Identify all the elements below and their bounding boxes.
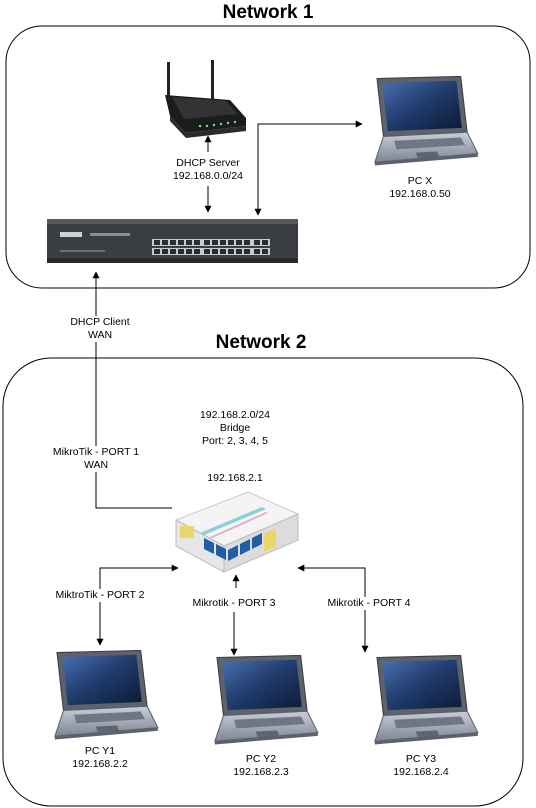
pcy3-ip: 192.168.2.4 — [393, 766, 449, 778]
network1-boundary — [5, 25, 531, 289]
link-switch-pcx — [254, 120, 363, 216]
pcx-label: PC X 192.168.0.50 — [388, 175, 452, 201]
link-mikrotik-pcy1 — [96, 564, 179, 646]
network2-title: Network 2 — [215, 332, 307, 353]
laptop-icon-pcy2 — [214, 655, 319, 745]
pcy3-name: PC Y3 — [405, 753, 437, 765]
port1-label: MikroTik - PORT 1 WAN — [51, 446, 141, 472]
bridge-text: Bridge — [219, 422, 251, 434]
pcy2-ip: 192.168.2.3 — [233, 766, 289, 778]
port3-label: Mikrotik - PORT 3 — [191, 597, 277, 610]
pcy1-label: PC Y1 192.168.2.2 — [71, 745, 129, 771]
subnet-info-label: 192.168.2.0/24 Bridge Port: 2, 3, 4, 5 — [198, 409, 272, 448]
wan-uplink-label: DHCP Client WAN — [69, 316, 131, 342]
mikrotik-ip-label: 192.168.2.1 — [206, 472, 264, 485]
pcy2-label: PC Y2 192.168.2.3 — [232, 753, 290, 779]
pcy2-name: PC Y2 — [245, 753, 277, 765]
pcy1-ip: 192.168.2.2 — [72, 758, 128, 770]
network-switch-icon — [47, 219, 298, 263]
dhcp-server-label: DHCP Server 192.168.0.0/24 — [171, 157, 245, 183]
dhcp-server-text: DHCP Server — [176, 157, 240, 169]
bridge-ports-text: Port: 2, 3, 4, 5 — [202, 435, 268, 447]
pcx-name: PC X — [407, 175, 433, 187]
port1-text: MikroTik - PORT 1 — [52, 446, 140, 458]
port1-wan-text: WAN — [83, 459, 109, 471]
wan-text: WAN — [87, 329, 113, 341]
link-switch-mikrotik — [92, 271, 172, 509]
laptop-icon-pcx — [374, 76, 479, 166]
pcy3-label: PC Y3 192.168.2.4 — [392, 753, 450, 779]
wireless-router-icon — [165, 60, 246, 138]
laptop-icon-pcy3 — [374, 655, 479, 745]
dhcp-server-subnet: 192.168.0.0/24 — [172, 170, 244, 182]
dhcp-client-text: DHCP Client — [70, 316, 130, 328]
link-mikrotik-pcy3 — [297, 564, 369, 653]
laptop-icon-pcy1 — [54, 650, 159, 740]
network2-boundary — [2, 357, 524, 807]
subnet-text: 192.168.2.0/24 — [199, 409, 271, 421]
port2-label: MiktroTik - PORT 2 — [54, 589, 146, 602]
network1-title: Network 1 — [222, 2, 314, 23]
port4-label: Mikrotik - PORT 4 — [326, 597, 412, 610]
pcx-ip: 192.168.0.50 — [389, 188, 451, 200]
mikrotik-router-icon — [174, 491, 300, 573]
pcy1-name: PC Y1 — [84, 745, 116, 757]
